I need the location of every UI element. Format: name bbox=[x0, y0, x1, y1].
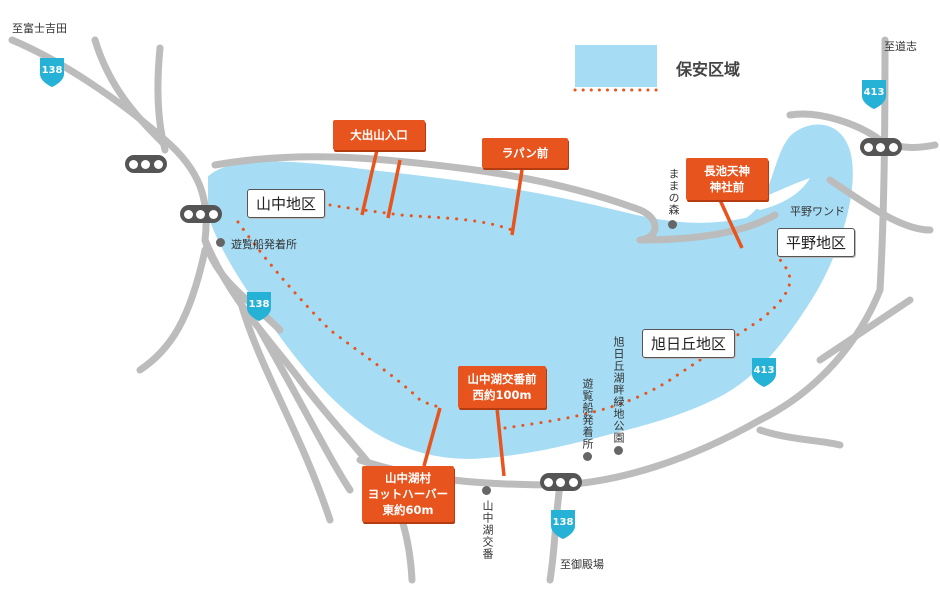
place-marker-icon bbox=[482, 486, 491, 495]
tag-text: 山中湖村 bbox=[385, 471, 431, 485]
tag-police-box: 山中湖交番前 西約100m bbox=[458, 366, 546, 408]
route-138-label: 138 bbox=[41, 65, 63, 76]
tag-text: 大出山入口 bbox=[350, 128, 408, 142]
tag-nagaike-shrine: 長池天神 神社前 bbox=[686, 158, 768, 200]
label-park: 旭日丘湖畔緑地公園 bbox=[612, 336, 625, 444]
tag-text: ヨットハーバー bbox=[367, 487, 449, 501]
label-pier-west: 遊覧船発着所 bbox=[231, 238, 297, 251]
hirano-bay bbox=[745, 178, 810, 210]
label-police-box: 山中湖交番 bbox=[481, 500, 494, 560]
place-marker-icon bbox=[583, 452, 592, 461]
traffic-light-icon bbox=[540, 473, 582, 491]
place-marker-icon bbox=[614, 446, 623, 455]
area-label-hirano: 平野地区 bbox=[777, 228, 856, 257]
legend-swatch bbox=[575, 45, 657, 87]
route-138-label: 138 bbox=[552, 517, 574, 528]
route-413-label: 413 bbox=[863, 87, 885, 98]
label-hirano-wand: 平野ワンド bbox=[790, 205, 845, 218]
label-mamanomori: ままの森 bbox=[667, 168, 680, 216]
route-138-shield-icon: 138 bbox=[245, 290, 273, 322]
tag-text: 長池天神 bbox=[704, 164, 750, 178]
route-138-shield-icon: 138 bbox=[38, 56, 66, 88]
traffic-light-icon bbox=[180, 205, 222, 223]
tag-text: 神社前 bbox=[709, 180, 745, 194]
tag-rapan: ラパン前 bbox=[482, 138, 568, 168]
tag-text: 山中湖交番前 bbox=[467, 372, 537, 386]
tag-leaders bbox=[360, 149, 744, 477]
tag-oideyama-entrance: 大出山入口 bbox=[333, 120, 425, 150]
route-413-shield-icon: 413 bbox=[860, 78, 888, 110]
place-marker-icon bbox=[216, 238, 225, 247]
traffic-light-icon bbox=[125, 155, 167, 173]
tag-text: 東約60m bbox=[382, 503, 434, 517]
legend-label: 保安区域 bbox=[676, 60, 741, 79]
boundary-dots-north bbox=[328, 203, 514, 232]
direction-fujiyoshida: 至富士吉田 bbox=[12, 22, 67, 35]
lake-shape bbox=[202, 118, 859, 466]
direction-doshi: 至道志 bbox=[884, 40, 917, 53]
area-label-asahigaoka: 旭日丘地区 bbox=[642, 329, 736, 358]
route-138-shield-icon: 138 bbox=[549, 508, 577, 540]
tag-text: ラパン前 bbox=[501, 146, 549, 160]
route-413-label: 413 bbox=[753, 365, 775, 376]
tag-text: 西約100m bbox=[472, 388, 532, 402]
route-138-label: 138 bbox=[248, 299, 270, 310]
place-marker-icon bbox=[668, 220, 677, 229]
direction-gotemba: 至御殿場 bbox=[560, 558, 604, 571]
tag-yacht-harbor: 山中湖村 ヨットハーバー 東約60m bbox=[362, 466, 454, 522]
label-pier-south: 遊覧船発着所 bbox=[581, 378, 594, 450]
boundary-dots-west bbox=[236, 220, 442, 410]
traffic-light-icon bbox=[860, 138, 902, 156]
roads bbox=[8, 36, 939, 584]
route-413-shield-icon: 413 bbox=[750, 356, 778, 388]
area-label-yamanaka: 山中地区 bbox=[247, 189, 326, 218]
